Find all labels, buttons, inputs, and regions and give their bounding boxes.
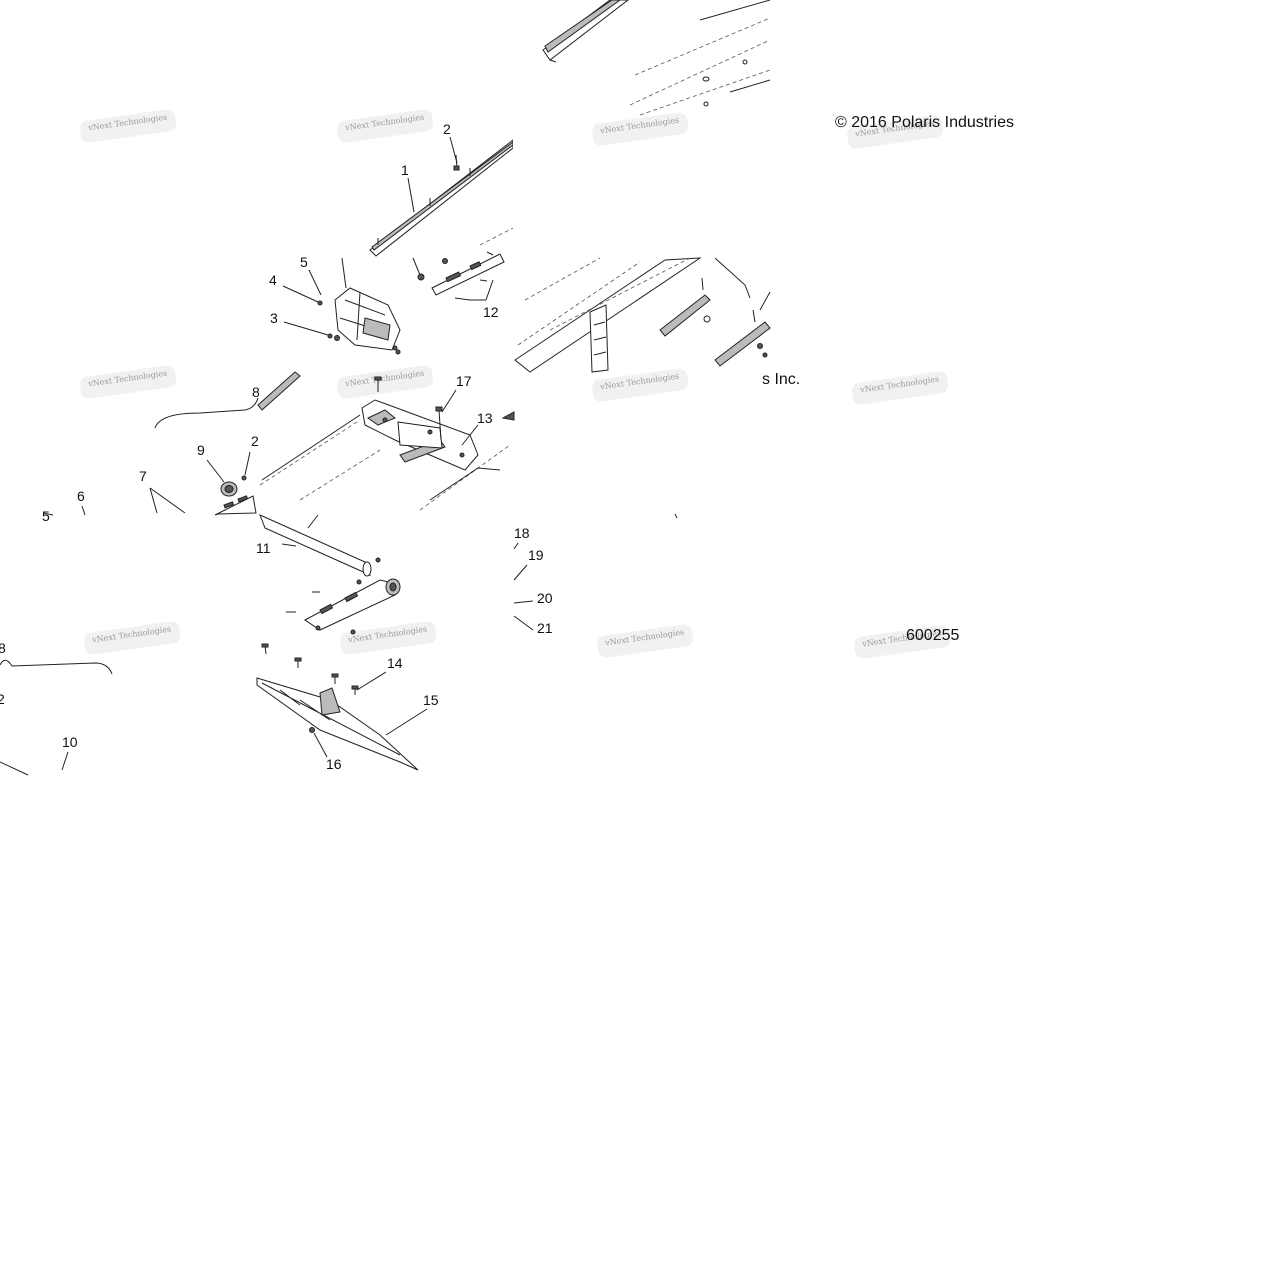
callout-8-left: 8 xyxy=(0,640,6,656)
watermark-tile: vNext Technologies xyxy=(337,365,434,399)
bolt-part-17 xyxy=(435,406,443,441)
copyright-fragment-text: s Inc. xyxy=(762,371,800,388)
callout-21: 21 xyxy=(537,620,553,636)
leader-line xyxy=(441,389,457,413)
shock-mount-plate-part-13 xyxy=(259,399,511,511)
callout-17: 17 xyxy=(456,373,472,389)
leader-line xyxy=(513,600,534,604)
callout-10: 10 xyxy=(62,734,78,750)
callout-18: 18 xyxy=(514,525,530,541)
leader-line xyxy=(513,615,534,631)
callout-5-left: 5 xyxy=(42,508,50,524)
callout-16: 16 xyxy=(326,756,342,772)
callout-15: 15 xyxy=(423,692,439,708)
callout-3: 3 xyxy=(270,310,278,326)
rear-suspension-tile xyxy=(514,257,771,373)
leader-line xyxy=(313,732,328,758)
leader-line xyxy=(42,512,54,516)
small-bolt-part xyxy=(374,376,382,392)
callout-14: 14 xyxy=(387,655,403,671)
slide-rail-part-1 xyxy=(369,138,514,257)
rail-segment-tile xyxy=(154,371,301,429)
skid-plate-part-15 xyxy=(256,677,419,771)
callout-9: 9 xyxy=(197,442,205,458)
fastener-group-part-14 xyxy=(261,643,359,695)
callout-6: 6 xyxy=(77,488,85,504)
leader-line xyxy=(206,459,225,483)
watermark-tile: vNext Technologies xyxy=(84,621,181,655)
leader-line xyxy=(407,177,415,213)
leader-line xyxy=(356,671,387,691)
leader-line xyxy=(282,285,319,303)
copyright-text: © 2016 Polaris Industries xyxy=(835,114,1014,131)
front-crossbar-tile xyxy=(412,227,514,301)
callout-7: 7 xyxy=(139,468,147,484)
storage-bag-part xyxy=(317,257,401,355)
callout-20: 20 xyxy=(537,590,553,606)
watermark-layer: vNext Technologies vNext Technologies vN… xyxy=(80,109,951,659)
leader-line xyxy=(449,136,458,164)
callout-12: 12 xyxy=(483,304,499,320)
callout-2-wheel: 2 xyxy=(251,433,259,449)
leader-line xyxy=(385,708,428,736)
callout-19: 19 xyxy=(528,547,544,563)
callout-11: 11 xyxy=(256,540,271,556)
leader-line xyxy=(0,761,29,776)
leader-line xyxy=(61,751,69,771)
leader-line xyxy=(283,321,329,336)
leader-line xyxy=(674,513,678,519)
watermark-tile: vNext Technologies xyxy=(597,624,694,658)
axle-shaft-part-11 xyxy=(259,514,372,577)
bracket-8 xyxy=(0,659,113,675)
watermark-tile: vNext Technologies xyxy=(80,365,177,399)
watermark-tile: vNext Technologies xyxy=(852,371,949,405)
callout-2: 2 xyxy=(443,121,451,137)
leader-line xyxy=(149,487,158,514)
leader-line xyxy=(281,543,297,547)
watermark-tile: vNext Technologies xyxy=(592,112,689,146)
leader-line xyxy=(81,505,86,516)
leader-line xyxy=(513,542,519,550)
callout-2-left: 2 xyxy=(0,691,5,707)
callout-8: 8 xyxy=(252,384,260,400)
leader-line xyxy=(461,424,479,446)
suspension-arm-part xyxy=(286,557,401,635)
callout-4: 4 xyxy=(269,272,277,288)
tile-gaps xyxy=(513,0,515,258)
figure-number: 600255 xyxy=(906,627,959,644)
watermark-tile: vNext Technologies xyxy=(592,368,689,402)
fragment-icon xyxy=(501,411,515,421)
callout-1: 1 xyxy=(401,162,409,178)
callout-labels: 1 2 3 4 5 6 7 8 9 10 11 12 13 14 15 16 1… xyxy=(0,121,553,772)
watermark-tile: vNext Technologies xyxy=(340,621,437,655)
rail-arm-tile xyxy=(214,495,257,516)
callout-5: 5 xyxy=(300,254,308,270)
idler-wheel-part-9 xyxy=(220,481,238,497)
watermark-tile: vNext Technologies xyxy=(80,109,177,143)
callout-13: 13 xyxy=(477,410,493,426)
lock-nut-part xyxy=(241,451,251,481)
rear-rail-tile xyxy=(542,0,771,116)
leader-line xyxy=(149,487,186,514)
leader-line xyxy=(308,269,322,296)
leader-line xyxy=(513,564,528,581)
